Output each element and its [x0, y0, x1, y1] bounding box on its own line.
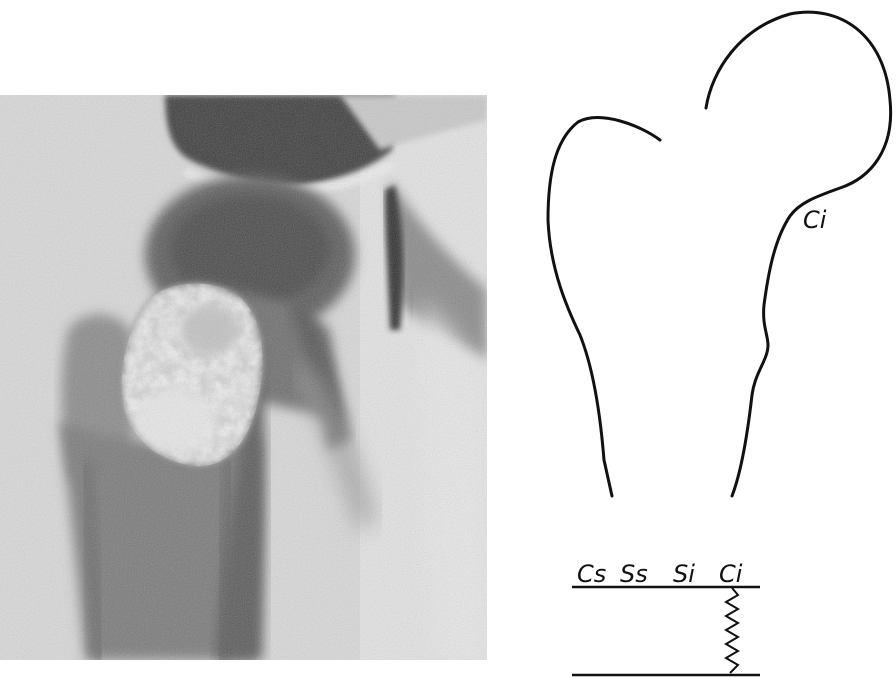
legend-label-cs: Cs [577, 560, 606, 588]
outline-label: Ci [803, 206, 827, 234]
legend-label-si: Si [673, 560, 695, 588]
legend-label-ss: Ss [620, 560, 648, 588]
legend-scale: Cs Ss Si Ci [572, 560, 760, 675]
legend-label-ci: Ci [719, 560, 743, 588]
femur-outline-lateral-contour [548, 118, 660, 496]
legend-zigzag-connector [726, 588, 738, 673]
femur-outline-medial-contour [706, 12, 891, 496]
